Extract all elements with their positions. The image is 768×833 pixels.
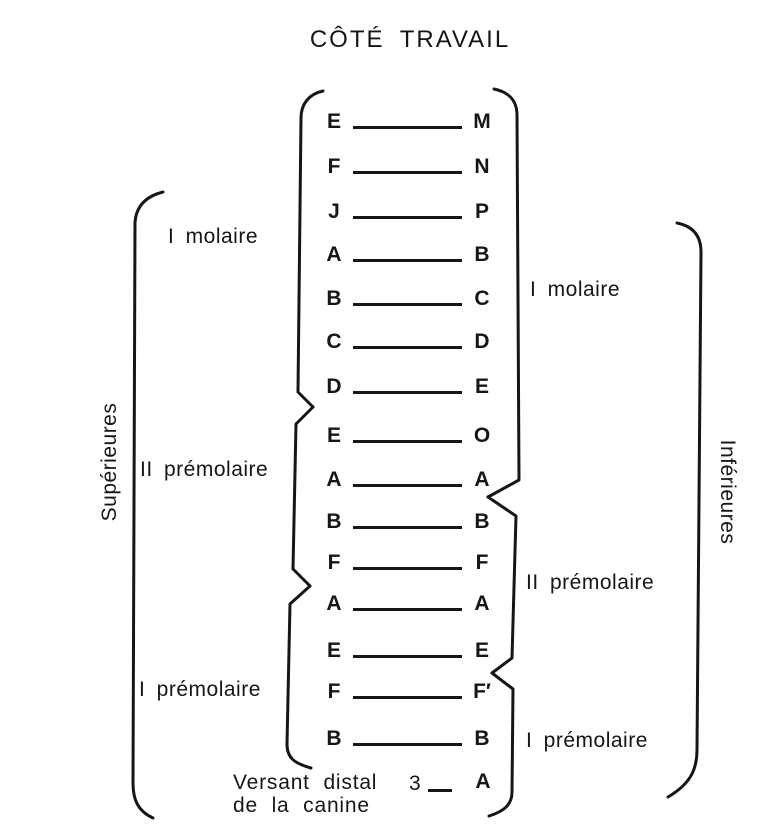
pair-left-letter: J <box>328 200 340 224</box>
pair-left-letter: B <box>326 510 342 534</box>
vertical-label-inferieures: Inférieures <box>716 439 739 545</box>
pair-right-letter: M <box>473 110 491 134</box>
pair-right-letter: E <box>474 375 489 399</box>
pair-left-letter: C <box>326 330 342 354</box>
pair-connector-line <box>353 346 462 349</box>
footnote-connector-line <box>428 789 452 792</box>
pair-right-letter: D <box>474 330 490 354</box>
pair-right-letter: A <box>474 468 490 492</box>
footnote-line-1: Versant distal <box>233 771 378 794</box>
pair-right-letter: C <box>474 287 490 311</box>
pair-right-letter: F′ <box>473 680 491 704</box>
pair-connector-line <box>353 608 462 611</box>
left-group-label-premolar-1: I prémolaire <box>139 678 261 701</box>
pair-left-letter: F <box>327 551 341 575</box>
pair-connector-line <box>353 696 462 699</box>
pair-right-letter: O <box>473 424 491 448</box>
pair-connector-line <box>353 391 462 394</box>
vertical-label-superieures: Supérieures <box>98 402 121 522</box>
pair-right-letter: N <box>474 155 490 179</box>
pair-connector-line <box>353 259 462 262</box>
pair-connector-line <box>353 743 462 746</box>
pair-left-letter: E <box>326 110 341 134</box>
outer-bracket-inferieures <box>666 221 703 799</box>
left-brace-premolar-1 <box>285 584 313 770</box>
pair-connector-line <box>353 303 462 306</box>
pair-connector-line <box>353 484 462 487</box>
pair-right-letter: B <box>474 243 490 267</box>
pair-right-letter: E <box>474 639 489 663</box>
pair-left-letter: F <box>327 155 341 179</box>
pair-connector-line <box>353 126 462 129</box>
pair-right-letter: B <box>474 510 490 534</box>
pair-left-letter: A <box>326 592 342 616</box>
diagram-title: CÔTÉ TRAVAIL <box>309 26 511 53</box>
left-group-label-premolar-2: II prémolaire <box>140 458 269 481</box>
pair-left-letter: D <box>326 375 342 399</box>
pair-connector-line <box>353 526 462 529</box>
pair-left-letter: E <box>326 424 341 448</box>
left-brace-premolar-2 <box>291 405 315 588</box>
outer-bracket-superieures <box>131 190 165 820</box>
footnote-ref-number: 3 <box>409 772 421 795</box>
pair-right-letter: F <box>475 551 489 575</box>
pair-connector-line <box>353 171 462 174</box>
pair-right-letter: B <box>474 727 490 751</box>
pair-connector-line <box>353 567 462 570</box>
pair-left-letter: A <box>326 243 342 267</box>
pair-right-letter: P <box>474 200 489 224</box>
footnote-line-2: de la canine <box>233 794 370 817</box>
footnote-letter: A <box>475 770 491 794</box>
pair-connector-line <box>353 216 462 219</box>
pair-left-letter: E <box>326 639 341 663</box>
pair-connector-line <box>353 440 462 443</box>
pair-right-letter: A <box>474 592 490 616</box>
right-group-label-molar-1: I molaire <box>530 278 621 301</box>
pair-left-letter: B <box>326 287 342 311</box>
pair-connector-line <box>353 655 462 658</box>
right-group-label-premolar-1: I prémolaire <box>526 729 648 752</box>
right-group-label-premolar-2: II prémolaire <box>526 571 655 594</box>
pair-left-letter: B <box>326 727 342 751</box>
pair-left-letter: F <box>327 680 341 704</box>
pair-left-letter: A <box>326 468 342 492</box>
left-group-label-molar-1: I molaire <box>168 225 259 248</box>
